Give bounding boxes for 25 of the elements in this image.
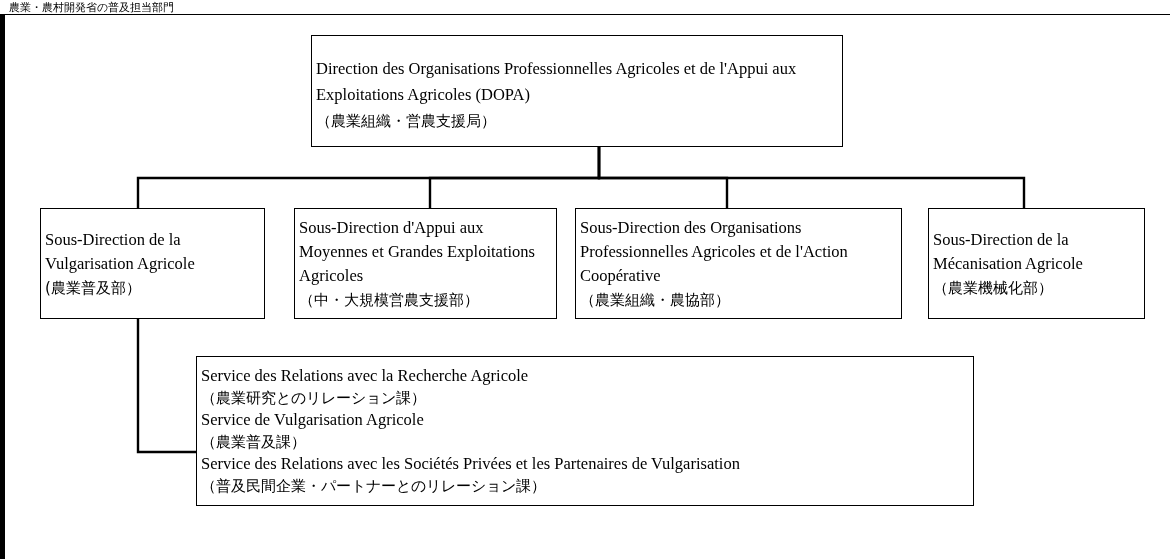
frame-heading: 農業・農村開発省の普及担当部門 <box>9 1 174 14</box>
org-box <box>311 35 843 147</box>
unit-name: Service de Vulgarisation Agricole <box>201 409 425 431</box>
unit-name: Sous-Direction de la Mécanisation Agricole <box>933 228 1084 275</box>
japanese-name: （農業組織・営農支援局） <box>316 111 497 132</box>
japanese-name: （農業普及課） <box>201 432 307 453</box>
japanese-name: (農業普及部） <box>45 277 142 299</box>
org-box <box>928 208 1145 319</box>
org-box <box>40 208 265 319</box>
connector-line <box>597 147 1026 208</box>
org-box <box>196 356 974 506</box>
org-box <box>294 208 557 319</box>
unit-name: Direction des Organisations Professionnelles Agricoles et de l'Appui aux Exploitations Agricoles (DOPA) <box>316 58 798 106</box>
japanese-name: （農業組織・農協部） <box>580 289 731 311</box>
connector-line <box>136 319 197 454</box>
japanese-name: （普及民間企業・パートナーとのリレーション課） <box>201 476 547 497</box>
unit-name: Service des Relations avec les Sociétés Privées et les Partenaires de Vulgarisation <box>201 453 741 475</box>
unit-name: Sous-Direction des Organisations Professionnelles Agricoles et de l'Action Coopérative <box>580 216 849 287</box>
japanese-name: （農業機械化部） <box>933 277 1054 299</box>
unit-name: Sous-Direction d'Appui aux Moyennes et Grandes Exploitations Agricoles <box>299 216 536 287</box>
japanese-name: （農業研究とのリレーション課） <box>201 388 427 409</box>
unit-name: Service des Relations avec la Recherche Agricole <box>201 365 530 387</box>
unit-name: Sous-Direction de la Vulgarisation Agricole <box>45 228 196 275</box>
japanese-name: （中・大規模営農支援部） <box>299 289 480 311</box>
org-box <box>575 208 902 319</box>
